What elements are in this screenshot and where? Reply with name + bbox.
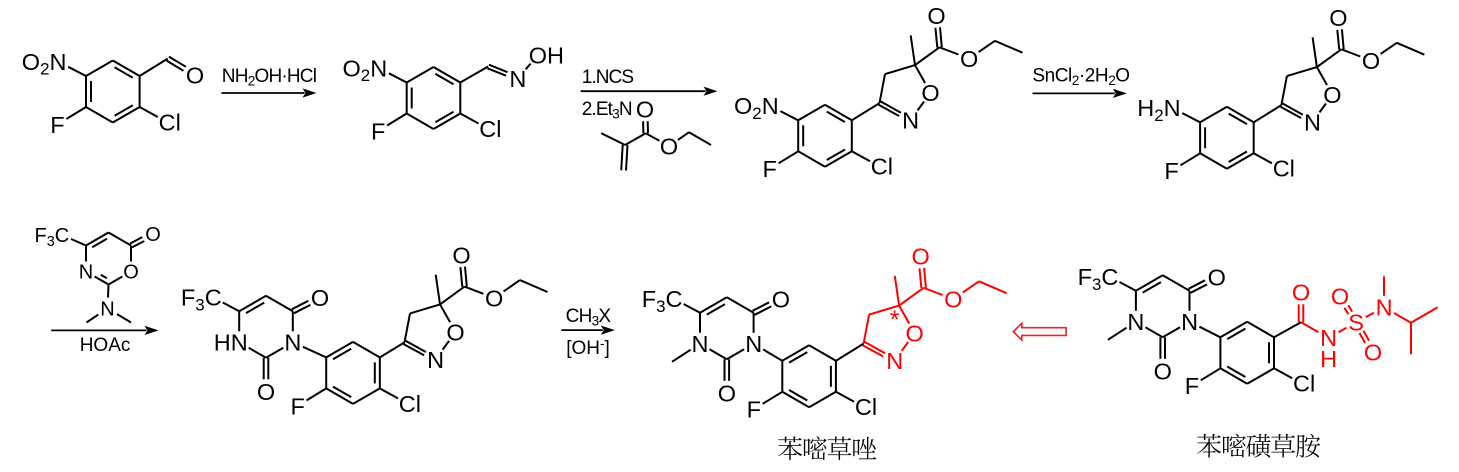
- svg-text:O: O: [944, 287, 962, 313]
- svg-text:Cl: Cl: [1293, 371, 1315, 397]
- svg-text:O: O: [772, 286, 790, 312]
- svg-text:O: O: [1292, 280, 1310, 306]
- svg-text:O: O: [1331, 284, 1349, 310]
- svg-text:N: N: [1304, 110, 1321, 136]
- svg-text:O: O: [145, 224, 161, 246]
- svg-text:N: N: [1320, 325, 1337, 351]
- svg-text:2.Et3N: 2.Et3N: [582, 99, 632, 122]
- svg-text:O: O: [123, 262, 139, 284]
- svg-text:O: O: [960, 46, 978, 72]
- svg-text:N: N: [509, 66, 526, 92]
- svg-text:O: O: [912, 244, 930, 270]
- svg-text:O: O: [906, 321, 924, 347]
- svg-text:HN: HN: [214, 330, 248, 356]
- svg-text:Cl: Cl: [871, 154, 893, 180]
- svg-text:N: N: [692, 331, 709, 357]
- svg-text:O: O: [452, 242, 470, 268]
- svg-text:S: S: [1348, 310, 1364, 336]
- svg-text:OH: OH: [529, 43, 564, 69]
- svg-text:Cl: Cl: [855, 394, 877, 420]
- svg-text:1.NCS: 1.NCS: [582, 67, 634, 88]
- svg-text:[OH-]: [OH-]: [566, 336, 610, 359]
- svg-text:N: N: [427, 347, 444, 373]
- svg-text:CH3X: CH3X: [566, 306, 612, 329]
- svg-text:O: O: [921, 80, 939, 106]
- svg-text:N: N: [284, 330, 301, 356]
- svg-text:F: F: [371, 118, 385, 144]
- svg-text:O: O: [311, 285, 329, 311]
- svg-text:HOAc: HOAc: [80, 335, 131, 356]
- svg-text:F3C: F3C: [642, 286, 683, 316]
- svg-text:H: H: [1320, 346, 1337, 372]
- svg-text:F3C: F3C: [1078, 264, 1119, 294]
- svg-text:*: *: [890, 306, 900, 334]
- svg-text:Cl: Cl: [159, 109, 181, 135]
- svg-text:F: F: [50, 112, 64, 138]
- svg-text:O2N: O2N: [734, 93, 779, 123]
- svg-text:O: O: [186, 62, 204, 88]
- svg-text:N: N: [1376, 295, 1393, 321]
- svg-text:O: O: [927, 3, 945, 29]
- svg-text:F: F: [763, 156, 777, 182]
- svg-text:O: O: [660, 134, 678, 160]
- svg-text:H2N: H2N: [1137, 95, 1180, 125]
- svg-text:O: O: [257, 379, 275, 405]
- svg-text:O: O: [636, 97, 654, 123]
- svg-text:O: O: [1364, 340, 1382, 366]
- svg-text:O: O: [1323, 82, 1341, 108]
- svg-text:F3C: F3C: [35, 225, 70, 250]
- svg-text:F: F: [1185, 373, 1199, 399]
- svg-text:N: N: [886, 348, 903, 374]
- svg-text:NH2OH·HCl: NH2OH·HCl: [222, 66, 316, 89]
- svg-text:O: O: [1329, 5, 1347, 31]
- svg-text:O: O: [485, 285, 503, 311]
- svg-text:N: N: [1127, 309, 1144, 335]
- svg-text:O: O: [1362, 48, 1380, 74]
- svg-text:F: F: [291, 393, 305, 419]
- svg-text:O2N: O2N: [343, 55, 388, 85]
- svg-text:N: N: [745, 331, 762, 357]
- svg-text:O: O: [718, 381, 736, 407]
- svg-text:N: N: [902, 108, 919, 134]
- svg-text:O2N: O2N: [22, 49, 67, 79]
- svg-text:N: N: [79, 262, 93, 284]
- svg-text:SnCl2·2H2O: SnCl2·2H2O: [1032, 65, 1129, 88]
- svg-text:F3C: F3C: [181, 285, 222, 315]
- svg-text:Cl: Cl: [399, 391, 421, 417]
- svg-text:F: F: [747, 397, 761, 423]
- svg-text:Cl: Cl: [479, 116, 501, 142]
- svg-text:O: O: [446, 319, 464, 345]
- svg-text:N: N: [100, 299, 114, 321]
- svg-text:N: N: [1181, 309, 1198, 335]
- svg-text:F: F: [1164, 158, 1178, 184]
- svg-text:O: O: [1208, 264, 1226, 290]
- svg-text:Cl: Cl: [1273, 156, 1295, 182]
- svg-text:O: O: [1154, 359, 1172, 385]
